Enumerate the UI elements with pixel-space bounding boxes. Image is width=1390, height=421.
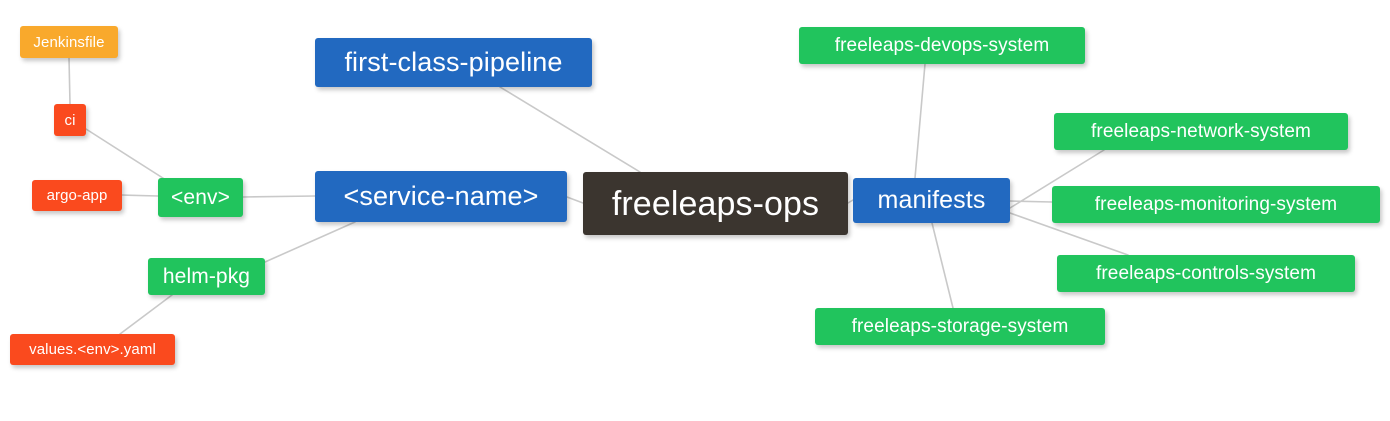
edge-jenkinsfile-to-ci — [68, 57, 71, 105]
node-label-jenkinsfile: Jenkinsfile — [33, 33, 105, 51]
node-ci[interactable]: ci — [54, 104, 86, 136]
edge-ci-to-env — [85, 128, 167, 181]
node-service-name[interactable]: <service-name> — [315, 171, 567, 222]
node-label-helm-pkg: helm-pkg — [162, 265, 251, 288]
node-label-freeleaps-network-system: freeleaps-network-system — [1091, 121, 1311, 142]
edge-manifests-to-freeleaps-storage-system — [931, 222, 954, 309]
node-argo-app[interactable]: argo-app — [32, 180, 122, 211]
node-label-freeleaps-ops: freeleaps-ops — [611, 184, 820, 223]
edge-service-name-to-freeleaps-ops — [566, 196, 584, 204]
edge-env-to-service-name — [242, 195, 316, 198]
node-manifests[interactable]: manifests — [853, 178, 1010, 223]
node-freeleaps-network-system[interactable]: freeleaps-network-system — [1054, 113, 1348, 150]
edge-helm-pkg-to-values-env-yaml — [119, 294, 173, 335]
node-label-freeleaps-storage-system: freeleaps-storage-system — [851, 316, 1069, 337]
node-label-first-class-pipeline: first-class-pipeline — [344, 47, 563, 77]
edge-first-class-pipeline-to-freeleaps-ops — [499, 86, 641, 173]
node-first-class-pipeline[interactable]: first-class-pipeline — [315, 38, 592, 87]
node-label-service-name: <service-name> — [343, 181, 539, 211]
node-label-ci: ci — [64, 111, 76, 129]
edge-service-name-to-helm-pkg — [264, 221, 356, 263]
node-label-env: <env> — [171, 186, 230, 209]
node-label-freeleaps-devops-system: freeleaps-devops-system — [834, 35, 1050, 56]
node-label-freeleaps-monitoring-system: freeleaps-monitoring-system — [1094, 194, 1338, 215]
edge-manifests-to-freeleaps-devops-system — [914, 63, 926, 179]
node-label-manifests: manifests — [877, 186, 986, 214]
node-freeleaps-devops-system[interactable]: freeleaps-devops-system — [799, 27, 1085, 64]
node-label-values-env-yaml: values.<env>.yaml — [29, 341, 156, 358]
node-label-freeleaps-controls-system: freeleaps-controls-system — [1095, 263, 1317, 284]
node-freeleaps-ops[interactable]: freeleaps-ops — [583, 172, 848, 235]
edge-manifests-to-freeleaps-monitoring-system — [1009, 200, 1053, 203]
node-freeleaps-controls-system[interactable]: freeleaps-controls-system — [1057, 255, 1355, 292]
node-freeleaps-storage-system[interactable]: freeleaps-storage-system — [815, 308, 1105, 345]
node-label-argo-app: argo-app — [46, 187, 108, 204]
node-env[interactable]: <env> — [158, 178, 243, 217]
node-helm-pkg[interactable]: helm-pkg — [148, 258, 265, 295]
node-freeleaps-monitoring-system[interactable]: freeleaps-monitoring-system — [1052, 186, 1380, 223]
node-jenkinsfile[interactable]: Jenkinsfile — [20, 26, 118, 58]
edge-argo-app-to-env — [121, 194, 159, 197]
node-values-env-yaml[interactable]: values.<env>.yaml — [10, 334, 175, 365]
